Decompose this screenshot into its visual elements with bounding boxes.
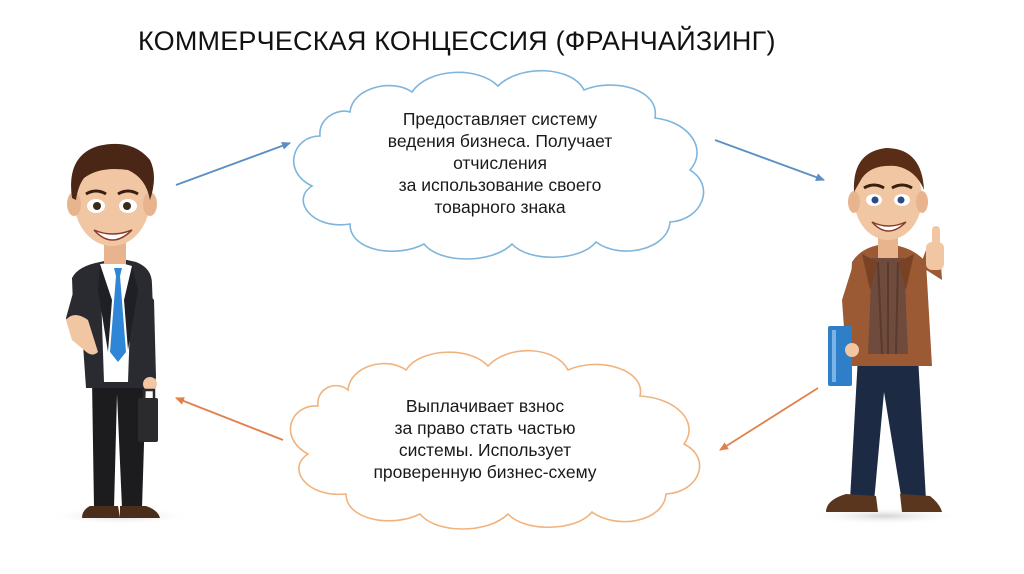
businessman-figure xyxy=(50,143,190,525)
bottom-cloud-line: за право стать частью xyxy=(394,418,576,438)
top-cloud-line: за использование своего xyxy=(398,175,602,195)
bottom-cloud-shape xyxy=(289,349,701,530)
top-cloud-line: отчисления xyxy=(453,153,547,173)
arrow-left-to-cloud xyxy=(175,142,291,186)
top-cloud-text: Предоставляет систему ведения бизнеса. П… xyxy=(330,108,670,218)
arrow-cloud-to-left xyxy=(175,397,284,441)
casual-man-figure xyxy=(805,148,965,525)
top-cloud-shape xyxy=(292,69,705,260)
arrow-cloud-to-right xyxy=(714,139,825,181)
top-cloud-line: Предоставляет систему xyxy=(402,109,598,129)
bottom-cloud-line: системы. Использует xyxy=(398,440,572,460)
slide-title: КОММЕРЧЕСКАЯ КОНЦЕССИЯ (ФРАНЧАЙЗИНГ) xyxy=(138,26,776,56)
arrow-right-to-cloud xyxy=(719,387,819,451)
bottom-cloud-line: проверенную бизнес-схему xyxy=(373,462,597,482)
bottom-cloud-line: Выплачивает взнос xyxy=(405,396,565,416)
bottom-cloud-text: Выплачивает взнос за право стать частью … xyxy=(330,395,640,483)
top-cloud-line: ведения бизнеса. Получает xyxy=(387,131,613,151)
top-cloud-line: товарного знака xyxy=(434,197,566,217)
